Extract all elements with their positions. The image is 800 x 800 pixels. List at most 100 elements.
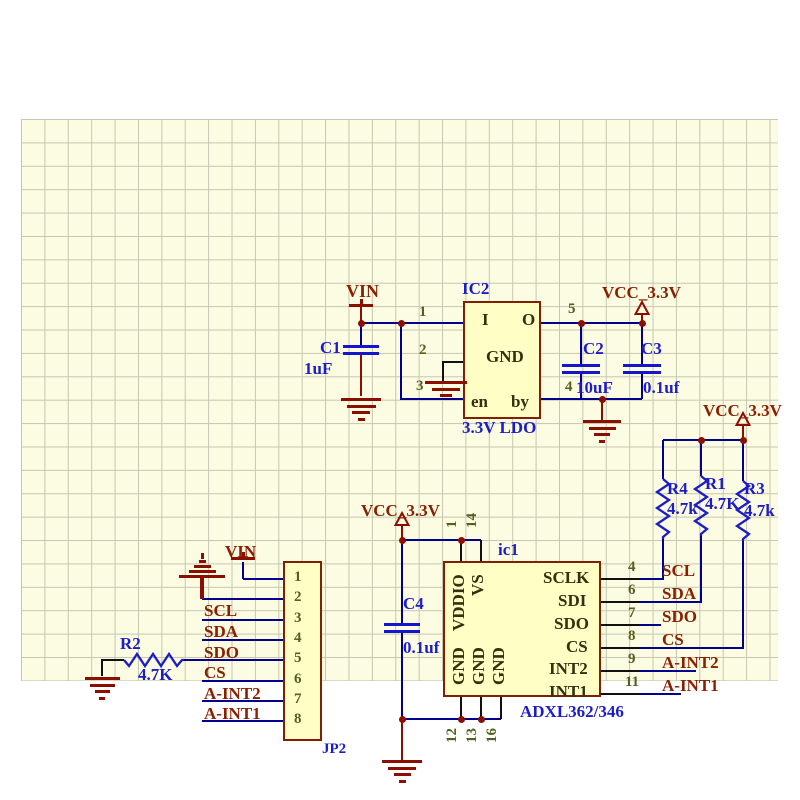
label-a-int1: A-INT1 — [662, 676, 719, 695]
ground-bar — [382, 760, 422, 763]
ic2-body — [463, 301, 541, 419]
label-r1: R1 — [705, 474, 726, 493]
vin-bar — [349, 304, 373, 307]
label-10uf: 10uF — [576, 378, 613, 397]
capacitor-plate — [623, 364, 661, 367]
label-4: 4 — [628, 559, 636, 575]
label-rot-13: 13 — [464, 728, 480, 743]
label-cs: CS — [204, 663, 226, 682]
label-4: 4 — [565, 379, 573, 395]
label-11: 11 — [625, 674, 640, 690]
label-sda: SDA — [662, 584, 697, 603]
label-5: 5 — [568, 301, 576, 317]
wire-h — [202, 680, 283, 682]
ground-bar — [594, 433, 610, 436]
label-4-7k: 4.7K — [138, 665, 173, 684]
label-scl: SCL — [204, 601, 238, 620]
wire-v — [442, 361, 444, 381]
vcc-symbol — [633, 299, 651, 315]
junction-dot — [739, 436, 747, 444]
wire-v — [641, 322, 643, 365]
wire-h — [401, 539, 481, 541]
junction-dot — [477, 715, 485, 723]
label-0-1uf: 0.1uf — [643, 378, 680, 397]
label-rot-1: 1 — [444, 520, 460, 529]
label-6: 6 — [628, 582, 636, 598]
label-1: 1 — [419, 304, 427, 320]
junction-dot — [697, 436, 705, 444]
label-rot-gnd: GND — [449, 647, 468, 685]
label-9: 9 — [628, 651, 636, 667]
label-0-1uf: 0.1uf — [403, 638, 440, 657]
label-vin: VIN — [346, 281, 380, 301]
label-2: 2 — [419, 342, 427, 358]
label-c1: C1 — [320, 338, 341, 357]
earth-bar — [179, 575, 225, 578]
label-7: 7 — [294, 691, 302, 707]
wire-v — [662, 440, 664, 479]
wire-h — [102, 659, 124, 661]
wire-v — [480, 697, 482, 719]
wire-v — [360, 322, 362, 346]
earth-bar — [188, 570, 216, 573]
earth-stem — [200, 578, 204, 599]
wire-v — [662, 539, 664, 579]
label-4-7k: 4.7k — [667, 499, 698, 518]
label-8: 8 — [628, 628, 636, 644]
wire-v — [742, 440, 744, 481]
wire-h — [601, 624, 640, 626]
wire-h — [541, 398, 642, 400]
wire-v — [601, 398, 603, 420]
earth-bar — [198, 560, 206, 563]
ground-bar — [99, 696, 105, 700]
junction-dot — [577, 319, 585, 327]
label-rot-vs: VS — [468, 574, 487, 596]
label-r2: R2 — [120, 634, 141, 653]
wire-v — [460, 540, 462, 561]
label-3-3v-ldo: 3.3V LDO — [462, 418, 537, 437]
label-rot-vddio: VDDIO — [449, 574, 468, 631]
label-2: 2 — [294, 589, 302, 605]
resistor-R1 — [692, 475, 710, 536]
label-rot-14: 14 — [464, 513, 480, 528]
label-vcc-3-3v: VCC_3.3V — [602, 283, 681, 302]
wire-v — [460, 697, 462, 719]
label-6: 6 — [294, 671, 302, 687]
junction-dot — [457, 536, 465, 544]
wire-h — [401, 718, 501, 720]
junction-dot — [457, 715, 465, 723]
label-i: I — [482, 310, 489, 329]
ground-bar — [583, 420, 621, 423]
ground-bar — [352, 411, 370, 414]
vin-tick — [360, 299, 363, 304]
label-rot-16: 16 — [484, 728, 500, 743]
wire-h — [184, 659, 283, 661]
wire-h — [202, 700, 283, 702]
wire-v — [742, 426, 744, 440]
ground-bar — [432, 387, 460, 391]
wire-h — [202, 598, 283, 600]
wire-v — [360, 355, 362, 396]
wire-h — [601, 578, 640, 580]
label-1uf: 1uF — [304, 359, 333, 378]
label-sdi: SDI — [558, 591, 587, 610]
label-rot-gnd: GND — [489, 647, 508, 685]
label-r4: R4 — [667, 479, 688, 498]
wire-h — [640, 624, 661, 626]
wire-h — [640, 578, 664, 580]
wire-h — [202, 720, 283, 722]
label-int1: INT1 — [549, 682, 588, 701]
label-4: 4 — [294, 630, 302, 646]
wire-v — [401, 526, 403, 540]
label-jp2: JP2 — [322, 741, 347, 757]
vin-bar — [231, 557, 255, 560]
wire-h — [361, 322, 463, 324]
wire-h — [202, 619, 283, 621]
label-vcc-3-3v: VCC_3.3V — [703, 401, 782, 420]
vcc-symbol — [393, 510, 411, 526]
wire-h — [640, 670, 696, 672]
label-int2: INT2 — [549, 659, 588, 678]
label-sclk: SCLK — [543, 568, 590, 587]
label-3: 3 — [294, 610, 302, 626]
